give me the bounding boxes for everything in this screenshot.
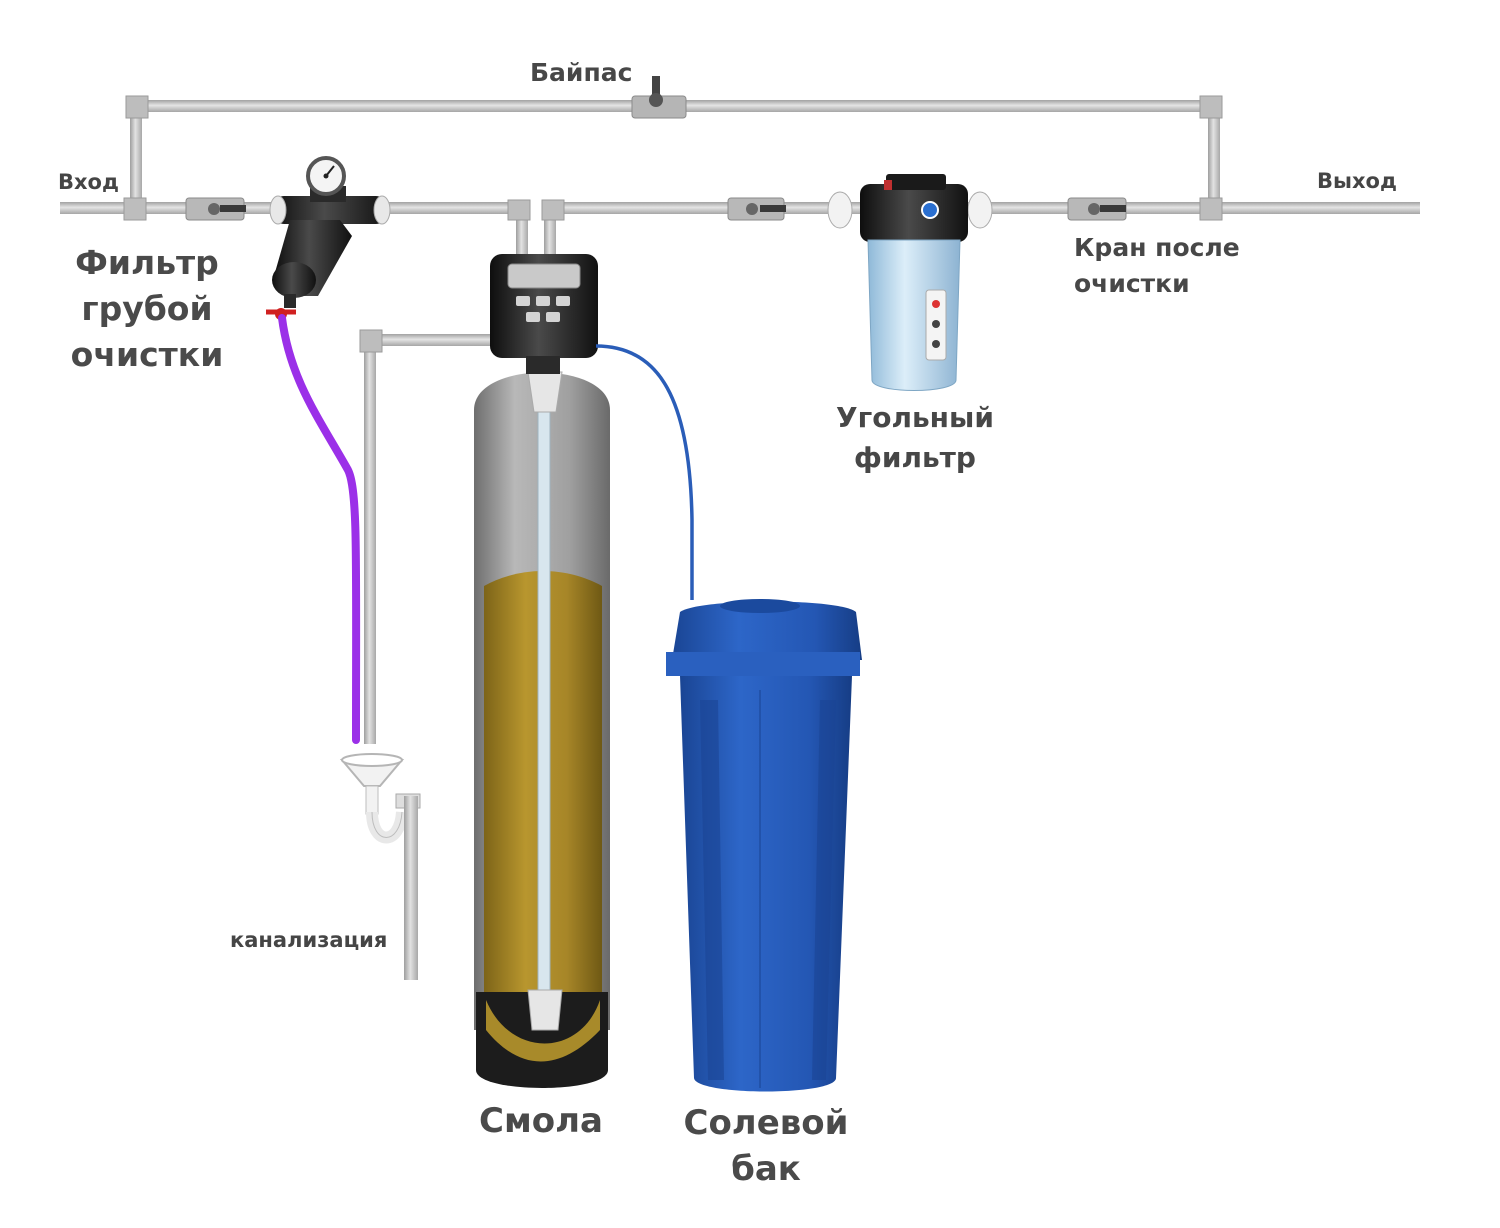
pressure-gauge-icon (306, 156, 346, 196)
brine-tank-label-line-1: Солевой (683, 1103, 849, 1143)
bypass-valve[interactable] (631, 76, 687, 119)
distributor-tube (527, 371, 563, 1031)
softener-drain-line (359, 329, 494, 744)
bypass-label: Байпас (530, 58, 633, 87)
carbon-filter[interactable] (827, 174, 993, 391)
brine-line (595, 344, 694, 600)
outlet-label: Выход (1317, 169, 1397, 193)
coarse-filter-label-line-3: очистки (70, 335, 224, 374)
coarse-filter[interactable] (266, 176, 391, 320)
inlet-label: Вход (58, 170, 119, 194)
brine-tank-label: Солевой бак (680, 1100, 852, 1192)
coarse-filter-label-line-2: грубой (81, 289, 213, 328)
drain-label: канализация (230, 928, 388, 952)
inlet-valve[interactable] (185, 197, 246, 221)
post-treatment-valve[interactable] (1067, 197, 1127, 221)
carbon-filter-label-line-2: фильтр (854, 441, 976, 474)
resin-label: Смола (479, 1101, 603, 1141)
drain-funnel-icon (339, 753, 405, 787)
coarse-filter-label: Фильтр грубой очистки (62, 240, 232, 378)
brine-tank-label-line-2: бак (731, 1149, 801, 1189)
carbon-filter-label: Угольный фильтр (826, 398, 1004, 478)
sewer-pipe (404, 796, 418, 980)
mid-valve[interactable] (727, 197, 786, 221)
carbon-filter-label-line-1: Угольный (836, 401, 994, 434)
post-tap-label: Кран после очистки (1074, 230, 1240, 302)
coarse-filter-label-line-1: Фильтр (75, 243, 219, 282)
drain-hose (278, 314, 361, 744)
post-tap-label-line-2: очистки (1074, 269, 1190, 298)
brine-tank (666, 599, 862, 1092)
softener-controller[interactable] (490, 254, 598, 374)
post-tap-label-line-1: Кран после (1074, 233, 1240, 262)
